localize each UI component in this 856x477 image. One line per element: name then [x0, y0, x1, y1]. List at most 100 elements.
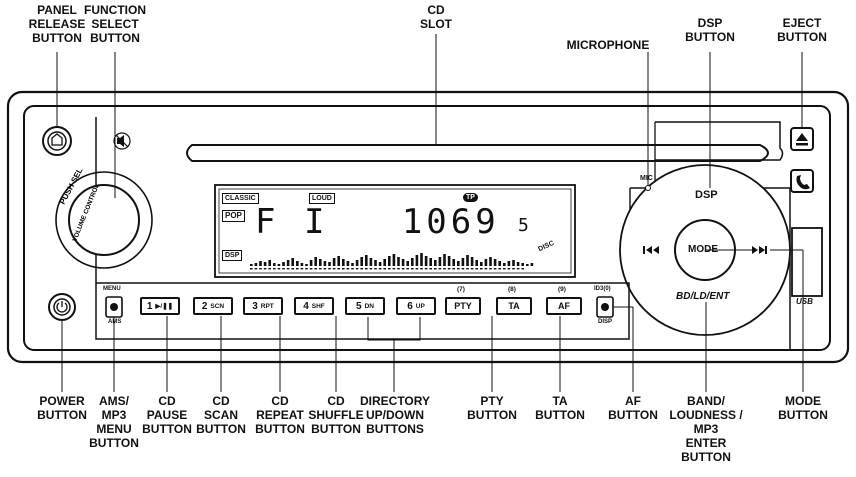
spectrum-base-dot	[498, 268, 501, 270]
rds-button-number: (7)	[457, 286, 465, 293]
preset-button-1[interactable]: 1▶/❚❚	[140, 297, 180, 315]
spectrum-base-dot	[337, 268, 340, 270]
rds-button-number: (9)	[558, 286, 566, 293]
spectrum-base-dot	[406, 268, 409, 270]
spectrum-bar	[503, 263, 506, 266]
spectrum-base-dot	[319, 268, 322, 270]
callout-cd-shuffle: CD SHUFFLE BUTTON	[308, 394, 364, 436]
spectrum-base-dot	[305, 268, 308, 270]
preset-function: SCN	[210, 302, 225, 310]
spectrum-base-dot	[466, 268, 469, 270]
spectrum-bar	[309, 260, 313, 266]
previous-track-icon	[643, 246, 659, 254]
spectrum-bar	[337, 256, 340, 266]
phone-button[interactable]	[790, 169, 814, 193]
disp-label: DISP	[598, 319, 613, 325]
af-button[interactable]: AF	[546, 297, 582, 315]
spectrum-bar	[300, 263, 304, 266]
menu-label: MENU	[103, 286, 121, 292]
spectrum-base-dot	[300, 268, 304, 270]
spectrum-base-dot	[489, 268, 492, 270]
pty-button[interactable]: PTY	[445, 297, 481, 315]
mic-label: MIC	[640, 175, 653, 182]
spectrum-base-dot	[512, 268, 515, 270]
preset-function: RPT	[260, 302, 274, 310]
ta-button[interactable]: TA	[496, 297, 532, 315]
lcd-dsp-indicator: DSP	[222, 250, 243, 261]
spectrum-bar	[282, 262, 285, 266]
spectrum-bar	[498, 261, 501, 266]
spectrum-bar	[424, 256, 428, 266]
spectrum-base-dot	[503, 268, 506, 270]
spectrum-base-dot	[259, 268, 262, 270]
spectrum-base-dot	[397, 268, 400, 270]
spectrum-base-dot	[401, 268, 405, 270]
spectrum-bar	[447, 256, 451, 266]
spectrum-bar	[516, 262, 520, 266]
lcd-pop-indicator: POP	[222, 210, 245, 222]
id3-label: ID3(0)	[594, 286, 611, 292]
ams-menu-button[interactable]	[105, 296, 123, 318]
lcd-classic-indicator: CLASSIC	[222, 193, 259, 204]
preset-function: UP	[415, 302, 425, 310]
faceplate-outline	[23, 105, 831, 351]
spectrum-bar	[346, 261, 350, 266]
spectrum-bar	[286, 260, 290, 266]
panel-release-button[interactable]	[42, 126, 72, 156]
spectrum-bar	[378, 262, 382, 266]
spectrum-bar	[342, 259, 345, 266]
spectrum-base-dot	[470, 268, 474, 270]
spectrum-base-dot	[415, 268, 419, 270]
id3-disp-button[interactable]	[596, 296, 614, 318]
spectrum-base-dot	[452, 268, 455, 270]
preset-number: 2	[201, 300, 208, 312]
next-track-icon	[752, 246, 767, 254]
preset-number: 5	[356, 300, 362, 312]
spectrum-bar	[263, 262, 267, 266]
spectrum-base-dot	[282, 268, 285, 270]
spectrum-base-dot	[277, 268, 281, 270]
callout-cd-scan: CD SCAN BUTTON	[196, 394, 246, 436]
spectrum-base-dot	[484, 268, 488, 270]
usb-label: USB	[796, 297, 813, 306]
spectrum-bar	[457, 261, 460, 266]
spectrum-bar	[305, 264, 308, 266]
callout-directory: DIRECTORY UP/DOWN BUTTONS	[359, 394, 430, 436]
volume-knob[interactable]	[55, 171, 153, 269]
power-button[interactable]	[48, 293, 76, 321]
spectrum-base-dot	[447, 268, 451, 270]
spectrum-bar	[254, 263, 258, 266]
spectrum-base-dot	[286, 268, 290, 270]
spectrum-base-dot	[475, 268, 478, 270]
spectrum-bar	[383, 259, 386, 266]
spectrum-bar	[470, 257, 474, 266]
callout-microphone: MICROPHONE	[566, 38, 650, 52]
spectrum-base-dot	[328, 268, 331, 270]
spectrum-base-dot	[457, 268, 460, 270]
spectrum-base-dot	[268, 268, 271, 270]
spectrum-bar	[314, 257, 317, 266]
lcd-frequency: F I 1069	[255, 202, 500, 242]
spectrum-bar	[420, 253, 423, 266]
callout-cd-pause: CD PAUSE BUTTON	[142, 394, 192, 436]
spectrum-bar	[365, 255, 368, 266]
spectrum-base-dot	[411, 268, 414, 270]
rds-button-label: TA	[508, 301, 520, 311]
spectrum-base-dot	[521, 268, 524, 270]
spectrum-bar	[268, 260, 271, 266]
spectrum-base-dot	[493, 268, 497, 270]
band-label: BD/LD/ENT	[676, 291, 730, 302]
spectrum-bar	[351, 263, 354, 266]
spectrum-base-dot	[254, 268, 258, 270]
spectrum-base-dot	[365, 268, 368, 270]
spectrum-bar	[355, 260, 359, 266]
eject-button[interactable]	[790, 127, 814, 151]
spectrum-base-dot	[438, 268, 442, 270]
spectrum-base-dot	[323, 268, 327, 270]
